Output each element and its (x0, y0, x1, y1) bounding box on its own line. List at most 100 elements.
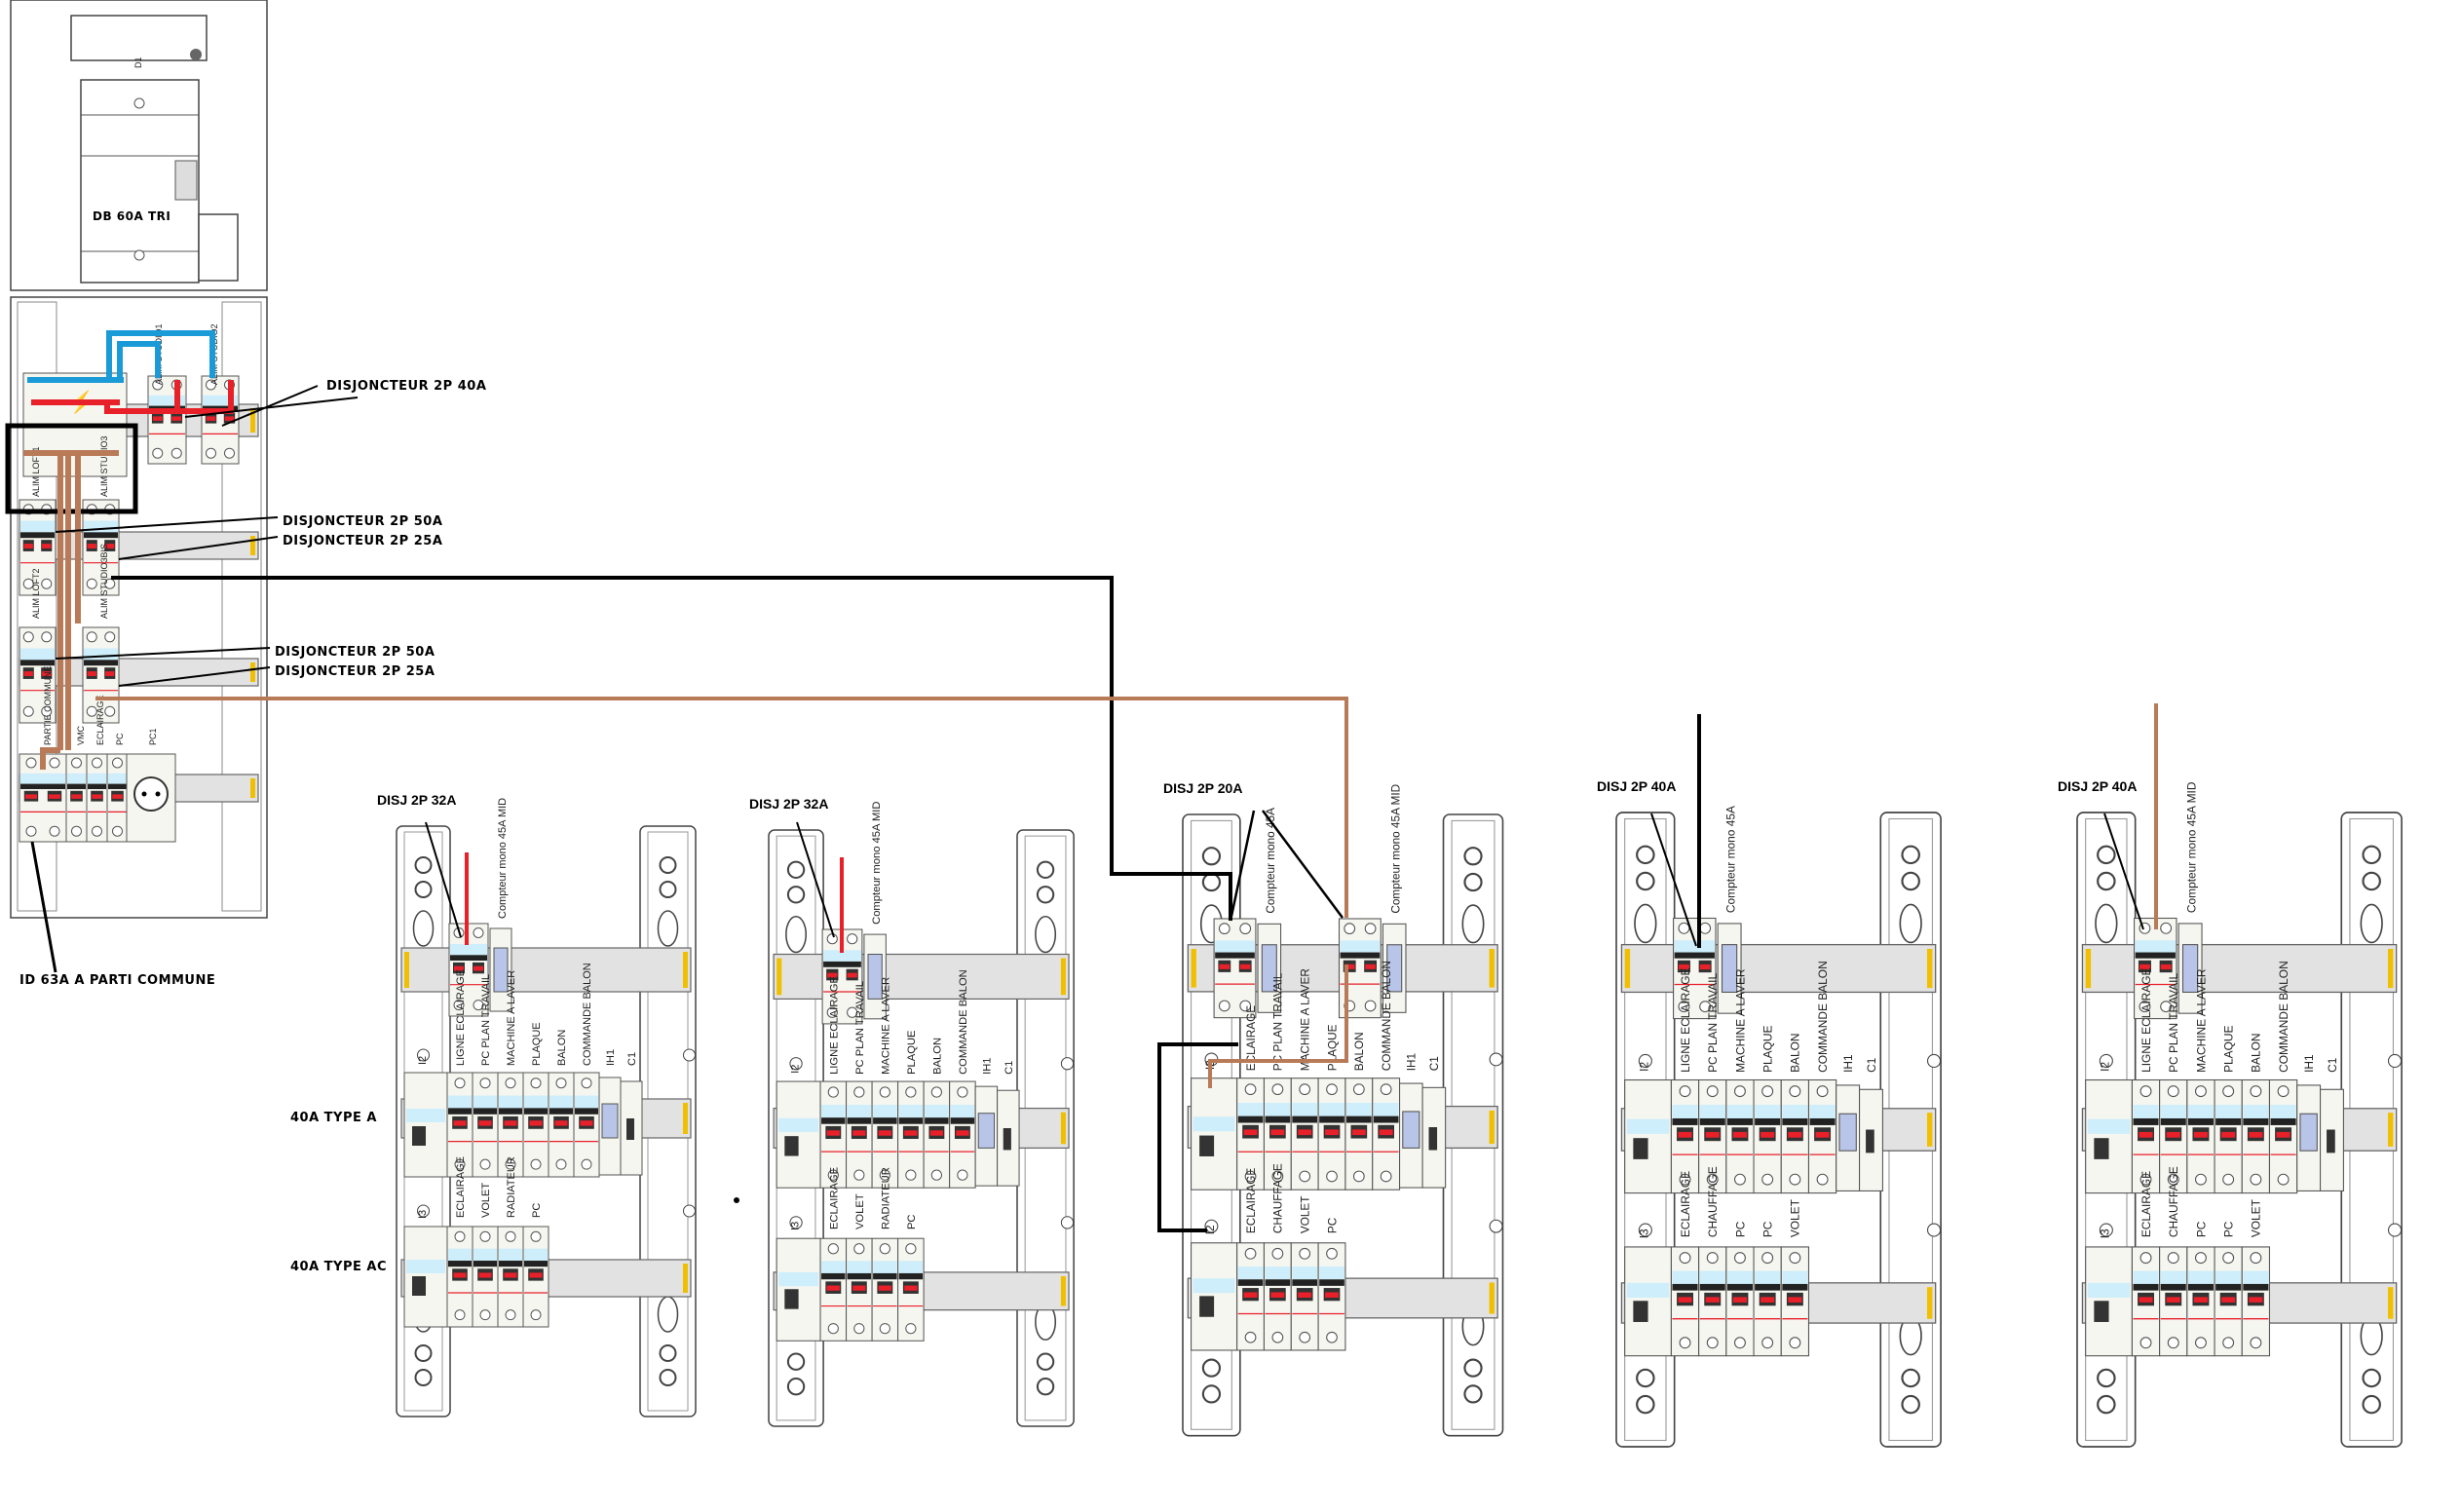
circuit-breaker[interactable] (1317, 1242, 1346, 1351)
circuit-breaker[interactable] (446, 1226, 473, 1328)
breaker-partie-commune[interactable] (19, 626, 57, 724)
differential-switch[interactable] (2085, 1246, 2133, 1357)
contactor-c1[interactable] (1421, 1086, 1447, 1189)
circuit-breaker[interactable] (819, 1237, 848, 1342)
energy-meter[interactable] (1382, 923, 1407, 1013)
breaker-toggle-indicator (206, 416, 216, 421)
circuit-breaker[interactable] (2131, 1246, 2161, 1357)
breaker-label-strip (1782, 1270, 1808, 1284)
circuit-breaker[interactable] (1290, 1242, 1319, 1351)
contactor-ih1[interactable] (2296, 1084, 2322, 1191)
circuit-label: MACHINE A LAVER (1733, 968, 1747, 1073)
differential-switch[interactable] (403, 1072, 448, 1178)
differential-switch-id63a[interactable] (19, 753, 67, 843)
circuit-breaker[interactable] (1698, 1078, 1727, 1194)
screw-icon (1299, 1170, 1311, 1183)
circuit-breaker[interactable] (446, 1072, 473, 1178)
circuit-breaker[interactable] (1725, 1246, 1755, 1357)
circuit-breaker[interactable] (2159, 1078, 2188, 1194)
screw-icon (1244, 1083, 1257, 1096)
circuit-breaker[interactable] (923, 1080, 951, 1189)
energy-meter[interactable] (1717, 923, 1742, 1014)
breaker-row4[interactable] (106, 753, 129, 843)
circuit-label: ECLAIRAGE (1245, 1005, 1258, 1072)
circuit-breaker[interactable] (897, 1080, 925, 1189)
circuit-breaker[interactable] (1698, 1246, 1727, 1357)
circuit-breaker[interactable] (573, 1072, 600, 1178)
circuit-breaker[interactable] (2241, 1078, 2271, 1194)
contactor-ih1[interactable] (598, 1077, 622, 1176)
circuit-breaker[interactable] (1372, 1077, 1401, 1191)
breaker-bar (2187, 1283, 2214, 1291)
breaker-row4[interactable] (86, 753, 108, 843)
main-breaker-2p[interactable] (1673, 917, 1717, 1020)
screw-icon (2139, 1252, 2152, 1265)
breaker-row4[interactable] (65, 753, 88, 843)
breaker-bar (448, 1261, 472, 1267)
differential-switch[interactable] (1191, 1242, 1238, 1351)
circuit-breaker[interactable] (1263, 1242, 1292, 1351)
circuit-breaker[interactable] (497, 1226, 524, 1328)
contactor-ih1[interactable] (1399, 1082, 1423, 1189)
circuit-breaker[interactable] (1725, 1078, 1755, 1194)
main-breaker-2p[interactable] (1213, 918, 1257, 1019)
differential-switch[interactable] (2085, 1078, 2133, 1194)
circuit-breaker[interactable] (2159, 1246, 2188, 1357)
circuit-breaker[interactable] (2241, 1246, 2271, 1357)
breaker-eclairage[interactable] (82, 626, 120, 724)
energy-meter[interactable] (1257, 923, 1282, 1013)
circuit-breaker[interactable] (2186, 1246, 2215, 1357)
circuit-breaker[interactable] (2186, 1078, 2215, 1194)
circuit-breaker[interactable] (472, 1072, 499, 1178)
contactor-c1[interactable] (997, 1089, 1020, 1187)
circuit-breaker[interactable] (2214, 1078, 2243, 1194)
circuit-breaker[interactable] (871, 1080, 899, 1189)
breaker-alim-studio1[interactable] (147, 375, 187, 465)
circuit-breaker[interactable] (1290, 1077, 1319, 1191)
circuit-breaker[interactable] (472, 1226, 499, 1328)
contactor-c1[interactable] (2320, 1088, 2344, 1191)
din-rail (2081, 943, 2398, 994)
breaker-bar (2215, 1117, 2242, 1125)
contactor-c1[interactable] (1859, 1088, 1883, 1191)
circuit-breaker[interactable] (1780, 1246, 1810, 1357)
main-breaker-toggle[interactable] (174, 160, 198, 201)
contactor-c1[interactable] (620, 1080, 643, 1176)
circuit-breaker[interactable] (522, 1226, 549, 1328)
differential-switch[interactable] (1624, 1246, 1672, 1357)
circuit-breaker[interactable] (1344, 1077, 1374, 1191)
contactor-ih1[interactable] (1836, 1084, 1861, 1191)
fixing-hole-icon (2099, 1223, 2113, 1237)
fixing-hole-icon (2099, 1053, 2113, 1069)
circuit-breaker[interactable] (548, 1072, 575, 1178)
energy-meter[interactable] (863, 933, 887, 1020)
circuit-breaker[interactable] (2131, 1078, 2161, 1194)
screw-icon (104, 631, 116, 643)
circuit-breaker[interactable] (1753, 1246, 1782, 1357)
circuit-breaker[interactable] (1753, 1078, 1782, 1194)
circuit-breaker[interactable] (2268, 1078, 2298, 1194)
circuit-breaker[interactable] (2214, 1246, 2243, 1357)
differential-switch[interactable] (1624, 1078, 1672, 1194)
contactor-ih1[interactable] (974, 1085, 999, 1187)
circuit-breaker[interactable] (871, 1237, 899, 1342)
circuit-breaker[interactable] (1780, 1078, 1810, 1194)
energy-meter[interactable] (2177, 923, 2203, 1014)
circuit-breaker[interactable] (1317, 1077, 1346, 1191)
breaker-bar (473, 1108, 497, 1115)
circuit-breaker[interactable] (897, 1237, 925, 1342)
differential-switch[interactable] (776, 1080, 821, 1189)
circuit-breaker[interactable] (846, 1080, 873, 1189)
circuit-breaker[interactable] (1670, 1246, 1700, 1357)
circuit-breaker[interactable] (819, 1080, 848, 1189)
differential-switch[interactable] (1191, 1077, 1238, 1191)
circuit-breaker[interactable] (949, 1080, 976, 1189)
circuit-breaker[interactable] (846, 1237, 873, 1342)
circuit-breaker[interactable] (1263, 1077, 1292, 1191)
energy-meter[interactable] (489, 927, 512, 1012)
breaker-toggle-indicator (1298, 1292, 1312, 1298)
circuit-breaker[interactable] (1807, 1078, 1837, 1194)
circuit-breaker[interactable] (522, 1072, 549, 1178)
circuit-breaker[interactable] (1670, 1078, 1700, 1194)
circuit-breaker[interactable] (1236, 1242, 1265, 1351)
